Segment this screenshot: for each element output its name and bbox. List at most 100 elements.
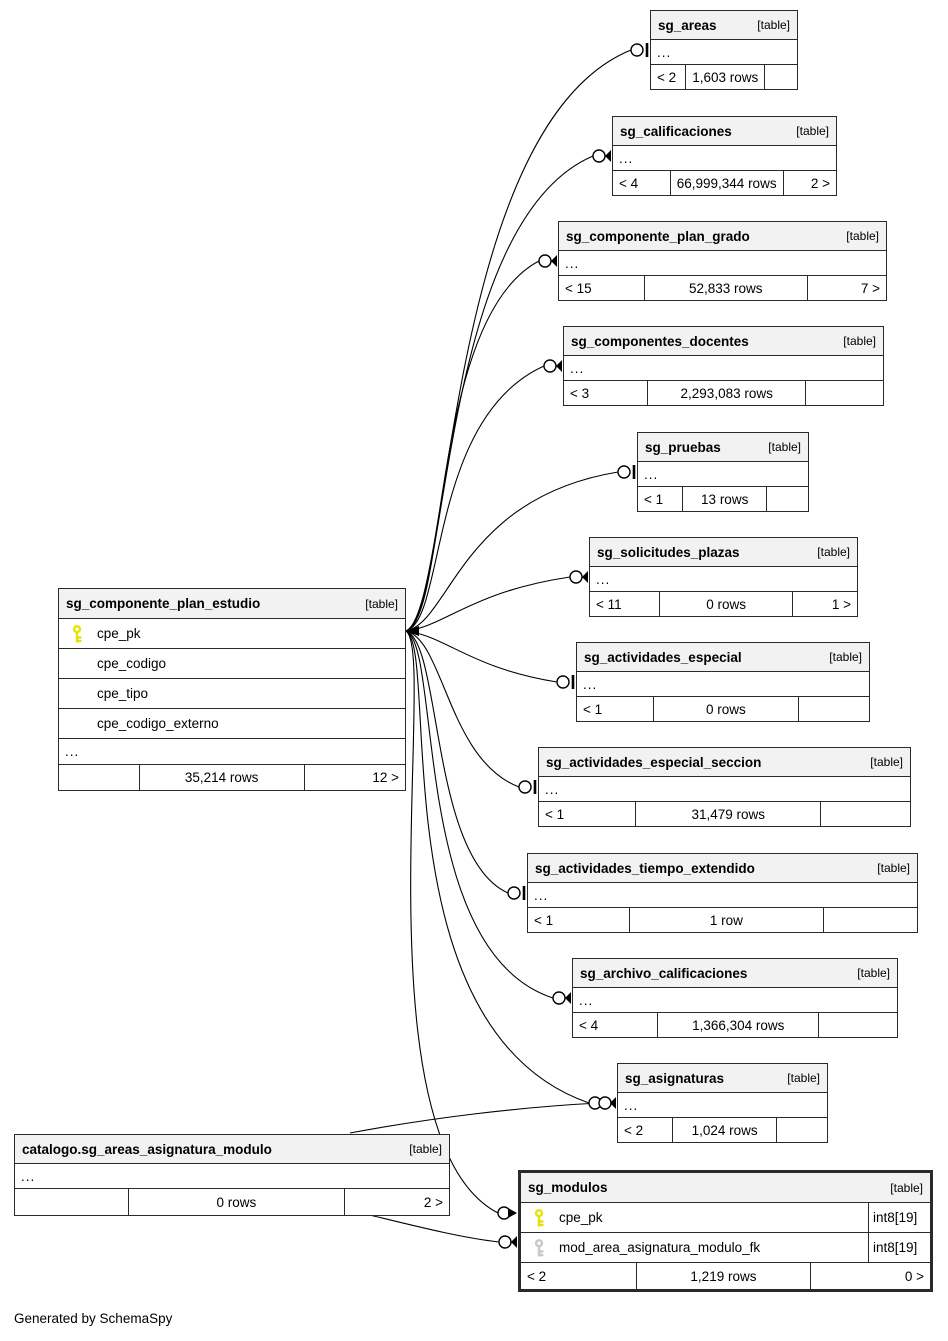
table-catalogo-sg-areas-asignatura-modulo[interactable]: catalogo.sg_areas_asignatura_modulo[tabl… (14, 1134, 450, 1216)
table-title[interactable]: sg_actividades_especial (584, 649, 742, 665)
row-count: 1,219 rows (635, 1263, 812, 1289)
table-sg-componentes-docentes[interactable]: sg_componentes_docentes[table] ... < 3 2… (563, 326, 884, 406)
table-sg-componente-plan-estudio[interactable]: sg_componente_plan_estudio [table] cpe_pk… (58, 588, 406, 791)
row-count: 13 rows (682, 487, 768, 511)
row-count: 0 rows (127, 1189, 345, 1215)
row-count: 1,366,304 rows (657, 1013, 820, 1037)
endpoint-circle (617, 465, 631, 479)
edge-cpe-to-sg-componentes-docentes (405, 365, 545, 632)
columns-ellipsis: ... (613, 146, 836, 171)
parents-count (819, 1013, 897, 1037)
row-count: 0 rows (652, 697, 799, 721)
endpoint-circle (538, 254, 552, 268)
table-sg-actividades-especial-seccion[interactable]: sg_actividades_especial_seccion[table] .… (538, 747, 911, 827)
column-name: cpe_codigo (97, 656, 167, 671)
column-row[interactable]: mod_area_asignatura_modulo_fk int8[19] (521, 1233, 930, 1263)
table-title[interactable]: sg_modulos (528, 1180, 608, 1195)
columns-ellipsis: ... (564, 356, 883, 381)
columns-ellipsis: ... (651, 40, 797, 65)
table-sg-archivo-calificaciones[interactable]: sg_archivo_calificaciones[table] ... < 4… (572, 958, 898, 1038)
parents-count: 2 > (423, 1194, 443, 1210)
column-row[interactable]: cpe_pk int8[19] (521, 1203, 930, 1233)
columns-ellipsis: ... (577, 672, 869, 697)
endpoint-circle (498, 1235, 512, 1249)
table-sg-modulos[interactable]: sg_modulos[table] cpe_pk int8[19] mod_ar… (518, 1170, 933, 1292)
endpoint-crowfoot (551, 255, 557, 267)
column-row[interactable]: cpe_codigo_externo (59, 709, 405, 739)
table-sg-solicitudes-plazas[interactable]: sg_solicitudes_plazas[table] ... < 11 0 … (589, 537, 858, 617)
edge-cpe-to-sg-asignaturas (405, 630, 590, 1104)
parents-count: 0 > (904, 1268, 924, 1284)
columns-ellipsis: ... (539, 777, 910, 802)
columns-ellipsis: ... (590, 567, 857, 592)
endpoint-circle (598, 1096, 612, 1110)
column-row[interactable]: cpe_tipo (59, 679, 405, 709)
row-count: 1,024 rows (672, 1118, 777, 1142)
endpoint-crowfoot (511, 1236, 517, 1248)
endpoint-crowfoot (556, 360, 562, 372)
table-title[interactable]: sg_archivo_calificaciones (580, 965, 748, 981)
edge-catalogo-to-sg-modulos (356, 1211, 500, 1243)
parents-count (821, 802, 910, 826)
table-sg-componente-plan-grado[interactable]: sg_componente_plan_grado[table] ... < 15… (558, 221, 887, 301)
endpoint-circle (518, 780, 532, 794)
table-title[interactable]: sg_componente_plan_estudio (66, 596, 261, 611)
column-name: cpe_pk (97, 626, 141, 641)
table-sg-actividades-tiempo-extendido[interactable]: sg_actividades_tiempo_extendido[table] .… (527, 853, 918, 933)
parents-count: 7 > (860, 280, 880, 296)
table-title[interactable]: sg_calificaciones (620, 123, 732, 139)
table-title[interactable]: sg_asignaturas (625, 1070, 725, 1086)
children-count: < 11 (596, 596, 622, 612)
table-tag: [table] (365, 596, 398, 611)
columns-ellipsis: ... (559, 251, 886, 276)
edge-cpe-to-sg-solicitudes-plazas (405, 576, 571, 632)
parents-count: 1 > (831, 596, 851, 612)
table-title[interactable]: sg_actividades_especial_seccion (546, 754, 762, 770)
table-sg-calificaciones[interactable]: sg_calificaciones[table] ... < 4 66,999,… (612, 116, 837, 196)
columns-ellipsis: ... (528, 883, 917, 908)
foreign-key-icon (533, 1238, 559, 1257)
table-sg-actividades-especial[interactable]: sg_actividades_especial[table] ... < 1 0… (576, 642, 870, 722)
parents-count (767, 487, 808, 511)
column-name: mod_area_asignatura_modulo_fk (559, 1240, 761, 1255)
primary-key-icon (71, 624, 97, 643)
primary-key-icon (533, 1208, 559, 1227)
table-title[interactable]: sg_solicitudes_plazas (597, 544, 740, 560)
table-sg-pruebas[interactable]: sg_pruebas[table] ... < 1 13 rows (637, 432, 809, 512)
endpoint-circle (569, 570, 583, 584)
edge-cpe-to-sg-actividades-especial-seccion (405, 630, 520, 788)
table-sg-asignaturas[interactable]: sg_asignaturas[table] ... < 2 1,024 rows (617, 1063, 828, 1143)
edge-cpe-to-sg-pruebas (405, 471, 619, 632)
row-count: 35,214 rows (138, 765, 305, 790)
table-sg-areas[interactable]: sg_areas[table] ... < 2 1,603 rows (650, 10, 798, 90)
table-title[interactable]: sg_componentes_docentes (571, 333, 749, 349)
parents-count: 2 > (810, 175, 830, 191)
columns-ellipsis: ... (618, 1093, 827, 1118)
endpoint-crowfoot (565, 992, 571, 1004)
table-title[interactable]: catalogo.sg_areas_asignatura_modulo (22, 1141, 272, 1157)
column-name: cpe_tipo (97, 686, 149, 701)
table-tag: [table] (796, 124, 829, 138)
endpoint-circle (592, 149, 606, 163)
parents-count (777, 1118, 827, 1142)
table-title[interactable]: sg_actividades_tiempo_extendido (535, 860, 755, 876)
column-name: cpe_codigo_externo (97, 716, 219, 731)
children-count: < 2 (657, 69, 677, 85)
children-count: < 4 (579, 1017, 599, 1033)
table-title[interactable]: sg_areas (658, 17, 717, 33)
generated-by-note: Generated by SchemaSpy (14, 1311, 173, 1326)
table-title[interactable]: sg_pruebas (645, 439, 721, 455)
edge-origin-arrow (406, 626, 419, 636)
children-count: < 1 (545, 806, 565, 822)
table-tag: [table] (843, 334, 876, 348)
endpoint-arrow (508, 1208, 517, 1218)
children-count: < 4 (619, 175, 639, 191)
edge-cpe-to-sg-actividades-especial (405, 630, 558, 683)
table-title[interactable]: sg_componente_plan_grado (566, 228, 750, 244)
edge-catalogo-to-sg-asignaturas (349, 1102, 600, 1134)
edge-cpe-to-sg-calificaciones (405, 155, 594, 632)
column-row[interactable]: cpe_pk (59, 619, 405, 649)
column-type: int8[19] (868, 1203, 930, 1232)
table-tag: [table] (846, 229, 879, 243)
column-row[interactable]: cpe_codigo (59, 649, 405, 679)
